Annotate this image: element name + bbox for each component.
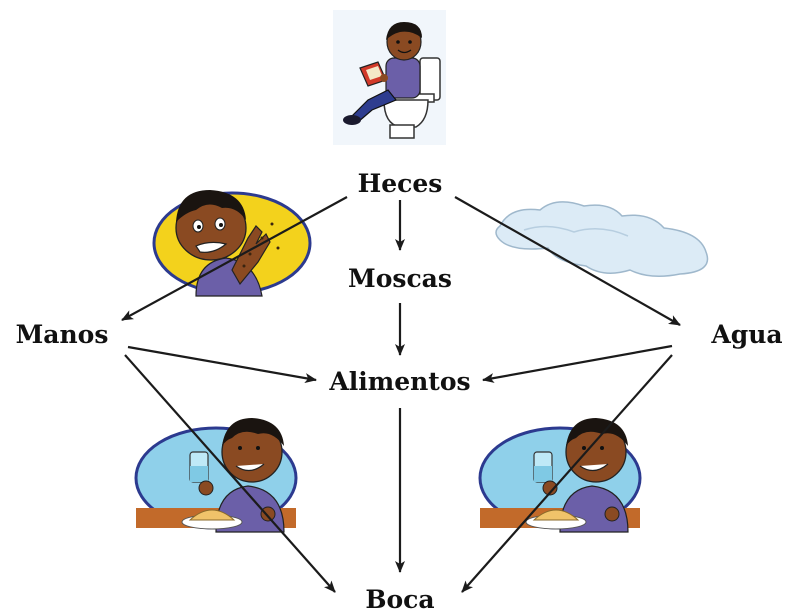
- node-agua: Agua: [710, 320, 782, 349]
- arrow-heces-to-manos: [121, 196, 348, 321]
- node-moscas: Moscas: [348, 264, 452, 293]
- boy-on-toilet-reading-icon: [333, 10, 446, 145]
- node-heces: Heces: [358, 169, 443, 198]
- node-boca: Boca: [365, 585, 434, 613]
- arrow-agua-to-boca: [461, 354, 673, 593]
- arrow-heces-to-agua: [454, 196, 681, 326]
- arrow-manos-to-boca: [124, 354, 336, 593]
- edges-layer: [121, 196, 681, 593]
- node-alimentos: Alimentos: [328, 367, 470, 396]
- boy-eating-drinking-icon-right: [478, 418, 642, 533]
- boy-eating-drinking-icon-left: [134, 418, 298, 533]
- arrow-agua-to-alimentos: [482, 344, 673, 383]
- node-manos: Manos: [16, 320, 109, 349]
- boy-with-dirty-hands-icon: [152, 190, 312, 297]
- arrow-manos-to-alimentos: [127, 345, 317, 384]
- cloud-icon: [495, 201, 709, 277]
